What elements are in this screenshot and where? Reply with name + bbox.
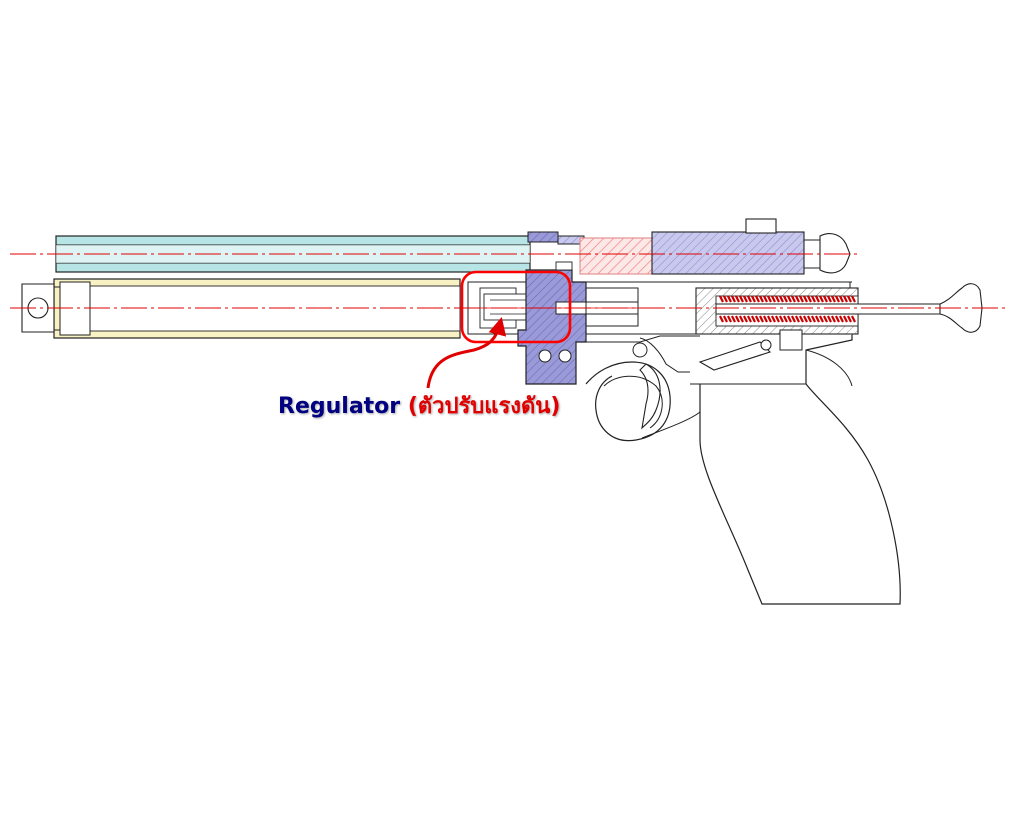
open-paren: ( — [407, 394, 418, 419]
trigger — [639, 363, 661, 430]
regulator-label-en: Regulator — [278, 394, 401, 419]
regulator-callout — [426, 270, 572, 389]
trigger-guard — [585, 361, 671, 442]
trigger-sear — [632, 329, 803, 373]
breech-block — [579, 218, 851, 275]
close-paren: ) — [550, 394, 561, 419]
cocking-knob — [715, 283, 983, 333]
regulator-label-th: ตัวปรับแรงดัน — [417, 394, 551, 419]
grip — [641, 334, 901, 605]
end-cap-loop — [21, 283, 60, 333]
barrel-collar — [527, 231, 585, 245]
regulator-label: Regulator (ตัวปรับแรงดัน) — [278, 388, 560, 423]
regulator-body — [517, 261, 587, 385]
centerlines — [10, 253, 1006, 309]
